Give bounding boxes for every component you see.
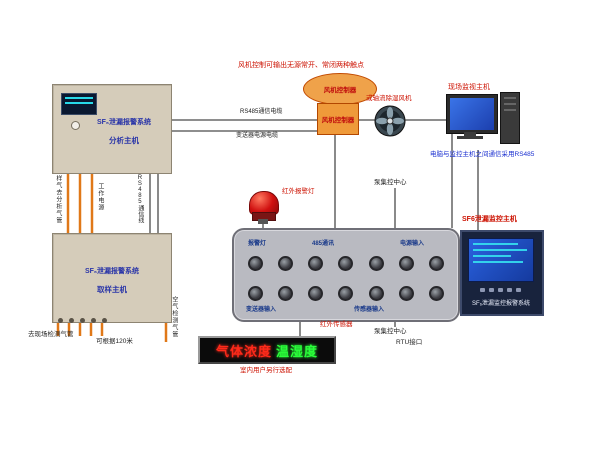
rtu-port-label: RTU接口 xyxy=(396,339,423,346)
panel-label-power-in: 电源输入 xyxy=(400,241,425,247)
computer-screen xyxy=(450,98,494,130)
monitoring-host-screen xyxy=(468,238,534,282)
field-pipe-note: 去现场检测气管 xyxy=(28,331,74,338)
fan-controller-box: 风机控制器 xyxy=(317,103,359,135)
led-red-text: 气体浓度 xyxy=(215,343,272,359)
fan-control-annotation: 风机控制可输出无源常开、常闭两种触点 xyxy=(238,62,364,69)
terminal xyxy=(278,286,294,301)
working-power-label: 工作电源 xyxy=(96,183,103,211)
monitoring-host-unit: SF₆泄漏监控报警系统 xyxy=(460,230,544,316)
panel-label-transmitter-in: 变送器输入 xyxy=(246,307,277,313)
computer-tower xyxy=(500,92,520,144)
fan-controller-label: 风机控制器 xyxy=(321,117,355,124)
sample-pipe-label: 样气去分析气管 xyxy=(54,175,61,224)
analysis-host-title: SF₆泄漏报警系统 xyxy=(96,119,152,126)
air-pipe-label: 空气检测气管 xyxy=(170,296,177,338)
fan-controller-cloud-label: 风机控制器 xyxy=(323,87,357,94)
monitor-base xyxy=(457,136,483,139)
alarm-beacon-label: 红外报警灯 xyxy=(282,188,315,195)
terminal-row-bottom xyxy=(248,286,444,301)
analysis-host-subtitle: 分析主机 xyxy=(109,136,139,145)
monitoring-host-caption: SF₆泄漏监控报警系统 xyxy=(471,301,531,307)
terminal xyxy=(428,286,444,301)
monitor-host-label: SF6泄漏监控主机 xyxy=(462,216,517,223)
gas-ports xyxy=(55,310,110,328)
sampling-host-cabinet: SF₆泄漏报警系统 取样主机 xyxy=(52,233,172,323)
panel-label-sensor-in: 传感器输入 xyxy=(354,307,385,313)
lcd-text-line xyxy=(65,102,93,104)
monitoring-host-buttons xyxy=(472,288,528,292)
pump-center-top-label: 泵集控中心 xyxy=(374,179,407,186)
led-marquee-display: 气体浓度 温湿度 xyxy=(198,336,336,364)
terminal xyxy=(368,256,384,271)
terminal-row-top xyxy=(248,256,444,271)
rs485-cable-label: RS485通信电缆 xyxy=(240,109,283,115)
alarm-beacon-dome xyxy=(249,191,279,215)
led-optional-note: 室内用户另行选配 xyxy=(240,367,292,374)
panel-label-485: 485通讯 xyxy=(312,241,335,247)
infrared-sensor-label: 红外传感器 xyxy=(320,321,353,328)
terminal xyxy=(428,256,444,271)
terminal xyxy=(308,256,324,271)
rs485-comm-note: 电脑与监控主机之间通信采用RS485 xyxy=(430,151,535,158)
terminal xyxy=(398,256,414,271)
analysis-host-button xyxy=(71,121,80,130)
computer-monitor xyxy=(446,94,498,134)
terminal xyxy=(338,286,354,301)
alarm-beacon-stand xyxy=(258,219,268,224)
monitor-stand xyxy=(464,132,476,136)
analysis-host-cabinet: SF₆泄漏报警系统 分析主机 xyxy=(52,84,172,174)
site-monitor-label: 现场监视主机 xyxy=(448,84,490,91)
terminal xyxy=(368,286,384,301)
fan-icon xyxy=(374,105,406,137)
terminal-panel: 报警灯 485通讯 电源输入 变送器输入 传感器输入 xyxy=(232,228,460,322)
terminal xyxy=(308,286,324,301)
sampling-host-title: SF₆泄漏报警系统 xyxy=(84,268,140,275)
rs485-line-label: RS485通信线 xyxy=(136,175,143,223)
analysis-host-lcd-screen xyxy=(61,93,97,115)
terminal xyxy=(248,256,263,271)
terminal xyxy=(338,256,354,271)
terminal xyxy=(278,256,294,271)
power-cable-label: 变送器电源电缆 xyxy=(236,133,279,139)
fan-controller-cloud: 风机控制器 xyxy=(303,73,377,105)
panel-label-alarm: 报警灯 xyxy=(248,241,267,247)
terminal xyxy=(398,286,414,301)
axial-fan-label: 或轴流除湿风机 xyxy=(366,95,412,102)
led-green-text: 温湿度 xyxy=(276,343,319,359)
sampling-host-subtitle: 取样主机 xyxy=(97,285,127,294)
pipe-length-note: 可根据120米 xyxy=(96,338,133,345)
pump-center-bottom-label: 泵集控中心 xyxy=(374,328,407,335)
lcd-text-line xyxy=(65,97,93,99)
terminal xyxy=(248,286,263,301)
